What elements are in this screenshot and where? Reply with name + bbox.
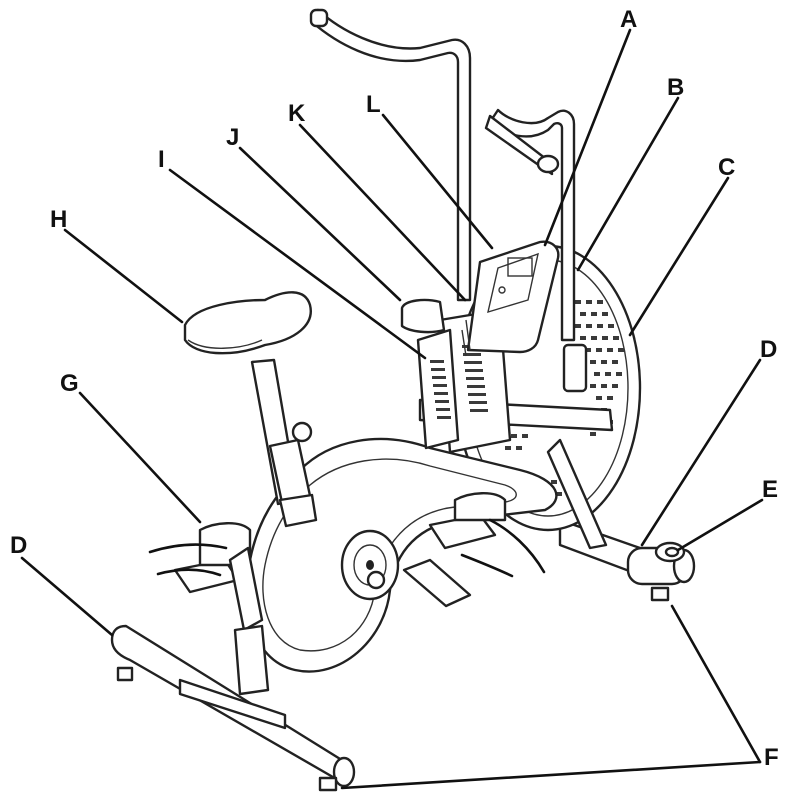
callout-h: H [50, 206, 68, 233]
console-monitor [461, 240, 560, 357]
front-stabilizer [110, 624, 356, 792]
right-pedal [402, 492, 546, 608]
leader-lines [20, 28, 764, 790]
rear-stabilizer [558, 518, 696, 602]
rear-handlebar [484, 108, 588, 393]
callout-d-right: D [760, 336, 778, 363]
callout-j: J [226, 124, 240, 151]
callout-a: A [620, 6, 638, 33]
callout-f: F [764, 744, 779, 771]
callout-k: K [288, 100, 306, 127]
callout-e: E [762, 476, 779, 503]
callout-l: L [366, 91, 381, 118]
callout-i: I [158, 146, 165, 173]
bottle-holder [400, 298, 446, 334]
callout-c: C [718, 154, 736, 181]
seat-assembly [183, 291, 318, 528]
callout-d-left: D [10, 532, 28, 559]
callout-b: B [667, 74, 685, 101]
front-handlebar [309, 8, 472, 302]
callout-g: G [60, 370, 79, 397]
left-pedal [148, 522, 264, 632]
